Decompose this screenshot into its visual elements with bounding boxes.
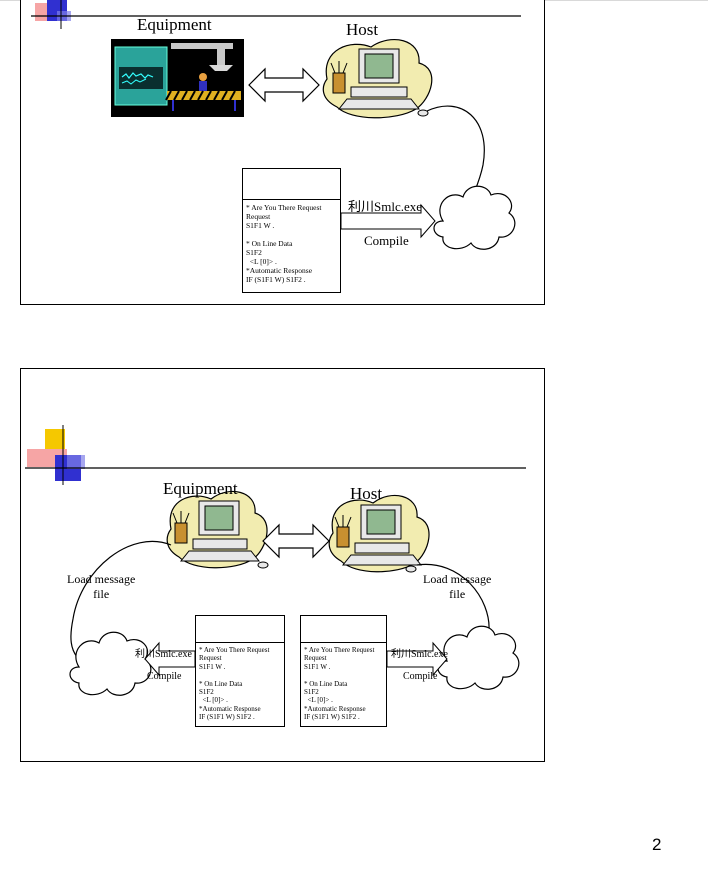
- message-line: IF (S1F1 W) S1F2 .: [199, 713, 281, 721]
- title-bullet-decoration: [25, 425, 526, 485]
- note-header: [196, 616, 284, 643]
- compile-label-left: Compile: [147, 671, 181, 682]
- tool-label-left: 利川Smlc.exe: [135, 645, 192, 660]
- message-line: <L [0]> .: [246, 257, 337, 266]
- message-line: S1F2: [246, 248, 337, 257]
- slide-1: Equipment Host 利川Smlc.exe Compile * Are …: [20, 0, 545, 305]
- message-line: [199, 671, 281, 679]
- equipment-computer-image: [167, 491, 268, 568]
- message-line: [246, 230, 337, 239]
- host-computer-image: [323, 40, 431, 118]
- note-header: [243, 169, 340, 200]
- message-line: * On Line Data: [304, 680, 383, 688]
- host-label: Host: [350, 484, 382, 504]
- load-message-file-left: Load message file: [67, 572, 135, 602]
- compile-label: Compile: [364, 233, 409, 249]
- message-line: * Are You There Request: [199, 646, 281, 654]
- message-line: <L [0]> .: [199, 696, 281, 704]
- message-line: Request: [304, 654, 383, 662]
- message-line: *Automatic Response: [246, 266, 337, 275]
- right-cloud-shape: [438, 626, 519, 689]
- host-label: Host: [346, 20, 378, 40]
- message-line: * On Line Data: [246, 239, 337, 248]
- title-bullet-decoration: [31, 0, 521, 29]
- tool-label: 利川Smlc.exe: [348, 196, 422, 215]
- left-cloud-shape: [70, 632, 151, 695]
- load-message-file-right: Load message file: [423, 572, 491, 602]
- host-computer-image: [329, 495, 429, 572]
- message-line: <L [0]> .: [304, 696, 383, 704]
- message-line: *Automatic Response: [304, 705, 383, 713]
- message-line: * Are You There Request: [246, 203, 337, 212]
- message-line: S1F1 W .: [199, 663, 281, 671]
- cloud-shape: [434, 186, 515, 249]
- message-line: S1F1 W .: [304, 663, 383, 671]
- equipment-label: Equipment: [137, 15, 212, 35]
- message-line: * Are You There Request: [304, 646, 383, 654]
- message-line: S1F2: [199, 688, 281, 696]
- page-number: 2: [652, 835, 661, 855]
- double-arrow: [263, 525, 329, 557]
- compile-label-right: Compile: [403, 671, 437, 682]
- message-line: [304, 671, 383, 679]
- message-line: S1F2: [304, 688, 383, 696]
- equipment-label: Equipment: [163, 479, 238, 499]
- message-line: * On Line Data: [199, 680, 281, 688]
- message-line: IF (S1F1 W) S1F2 .: [304, 713, 383, 721]
- slide-2: Equipment Host Load message file Load me…: [20, 368, 545, 762]
- message-line: S1F1 W .: [246, 221, 337, 230]
- double-arrow: [249, 69, 319, 101]
- message-line: IF (S1F1 W) S1F2 .: [246, 275, 337, 284]
- equipment-image: [111, 39, 244, 117]
- message-line: Request: [199, 654, 281, 662]
- message-line: Request: [246, 212, 337, 221]
- note-header: [301, 616, 386, 643]
- tool-label-right: 利川Smlc.exe: [391, 645, 448, 660]
- message-line: *Automatic Response: [199, 705, 281, 713]
